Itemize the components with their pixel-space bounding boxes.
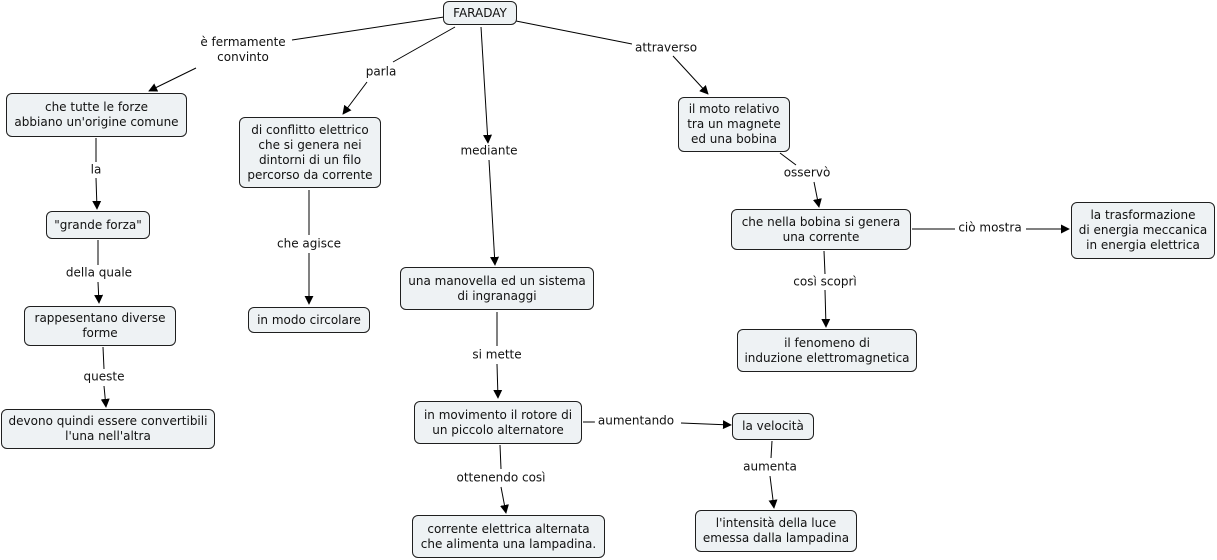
- edge-cosiscopri-fenomeno: [821, 289, 831, 328]
- edge-simette-movimento: [493, 363, 503, 399]
- concept-grande-forza[interactable]: "grande forza": [46, 211, 150, 239]
- concept-fenomeno[interactable]: il fenomeno di induzione elettromagnetic…: [737, 329, 917, 372]
- concept-bobina[interactable]: che nella bobina si genera una corrente: [731, 209, 911, 250]
- concept-movimento[interactable]: in movimento il rotore di un piccolo alt…: [414, 401, 582, 444]
- link-convinto: è fermamente convinto: [197, 35, 289, 65]
- link-ottenendo: ottenendo così: [453, 470, 549, 486]
- edge-faraday-convinto: [291, 16, 445, 41]
- link-la: la: [87, 162, 105, 178]
- edge-movimento-ottenendo: [499, 444, 502, 470]
- link-cosi-scopri: così scoprì: [790, 274, 860, 290]
- link-cio-mostra: ciò mostra: [955, 220, 1025, 236]
- link-attraverso: attraverso: [631, 40, 701, 56]
- concept-convertibili[interactable]: devono quindi essere convertibili l'una …: [1, 409, 215, 449]
- concept-conflitto[interactable]: di conflitto elettrico che si genera nei…: [239, 117, 381, 188]
- edge-aumentando-velocita: [680, 420, 732, 430]
- concept-velocita[interactable]: la velocità: [732, 413, 814, 440]
- edge-osservo-bobina: [812, 181, 822, 208]
- edge-ottenendo-corrente: [500, 486, 509, 514]
- concept-intensita[interactable]: l'intensità della luce emessa dalla lamp…: [695, 510, 857, 552]
- edge-mediante-manovella: [488, 159, 500, 266]
- concept-forze[interactable]: che tutte le forze abbiano un'origine co…: [6, 93, 187, 137]
- edge-attraverso-moto: [672, 55, 709, 95]
- link-aumenta: aumenta: [740, 459, 800, 475]
- link-osservo: osservò: [780, 165, 834, 181]
- concept-circolare[interactable]: in modo circolare: [248, 307, 370, 333]
- edge-moto-osservo: [779, 152, 797, 166]
- edge-la-grande: [92, 177, 102, 210]
- edge-bobina-cosiscopri: [823, 250, 826, 275]
- concept-rappresentano[interactable]: rappesentano diverse forme: [24, 306, 176, 346]
- edge-faraday-attraverso: [515, 20, 633, 45]
- link-della-quale: della quale: [62, 265, 136, 281]
- edge-parla-conflitto: [342, 81, 368, 115]
- edge-rappresentano-queste: [102, 346, 105, 370]
- link-queste: queste: [80, 369, 128, 385]
- link-aumentando: aumentando: [594, 413, 678, 429]
- concept-trasformazione[interactable]: la trasformazione di energia meccanica i…: [1071, 202, 1215, 259]
- edge-dellaquale-rappresentano: [94, 281, 104, 304]
- link-parla: parla: [362, 64, 400, 80]
- edge-velocita-aumenta: [770, 440, 773, 459]
- link-si-mette: si mette: [469, 347, 525, 363]
- concept-corrente-alternata[interactable]: corrente elettrica alternata che aliment…: [412, 515, 605, 558]
- link-mediante: mediante: [457, 143, 521, 159]
- link-che-agisce: che agisce: [274, 236, 344, 252]
- concept-manovella[interactable]: una manovella ed un sistema di ingranagg…: [400, 267, 594, 310]
- edge-aumenta-intensita: [768, 475, 778, 509]
- edge-faraday-mediante: [480, 26, 493, 144]
- edge-faraday-parla: [392, 26, 456, 63]
- concept-faraday[interactable]: FARADAY: [443, 1, 517, 25]
- edge-convinto-forze: [148, 67, 197, 92]
- concept-moto[interactable]: il moto relativo tra un magnete ed una b…: [678, 97, 790, 152]
- edge-queste-convertibili: [100, 385, 110, 408]
